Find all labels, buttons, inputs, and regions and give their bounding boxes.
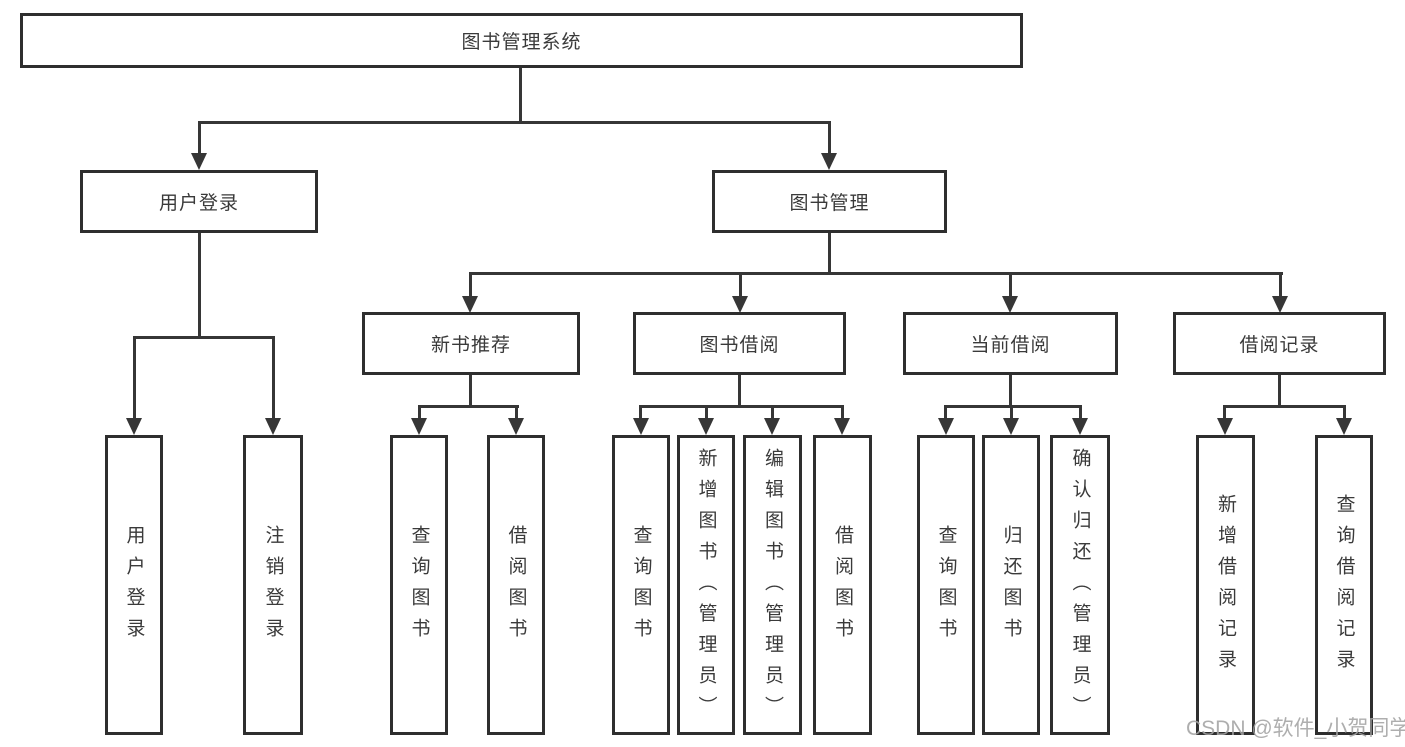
connector-leaf (705, 405, 708, 420)
connector-book-borrowing-stem (738, 375, 741, 405)
node-new-book-recommend: 新书推荐 (362, 312, 580, 375)
arrowhead-leaf (938, 418, 954, 435)
arrowhead-leaf (698, 418, 714, 435)
node-label: 借阅记录 (1239, 335, 1320, 356)
connector-borrowing-records-stem (1278, 375, 1281, 405)
connector-book-borrowing-rail (639, 405, 844, 408)
arrowhead-leaf (1072, 418, 1088, 435)
connector-to-book-management (828, 121, 831, 155)
leaf-query-books-current: 查询图书 (917, 435, 975, 735)
connector-to-borrowing-records (1279, 272, 1282, 298)
leaf-add-borrow-record: 新增借阅记录 (1196, 435, 1255, 735)
arrowhead-leaf-user-login (126, 418, 142, 435)
connector-root-stem (519, 68, 522, 121)
leaf-add-books-admin: 新增图书（管理员） (677, 435, 735, 735)
connector-leaf (515, 405, 518, 420)
connector-to-current-borrowing (1009, 272, 1012, 298)
leaf-borrow-books-borrowing: 借阅图书 (813, 435, 872, 735)
node-label: 图书管理 (789, 193, 870, 214)
arrowhead-leaf (1003, 418, 1019, 435)
leaf-label: 用户登录 (123, 525, 145, 649)
node-book-borrowing: 图书借阅 (633, 312, 846, 375)
leaf-return-books: 归还图书 (982, 435, 1040, 735)
arrowhead-user-login (191, 153, 207, 170)
connector-leaf (639, 405, 642, 420)
arrowhead-leaf (764, 418, 780, 435)
arrowhead-leaf (834, 418, 850, 435)
leaf-borrow-books-recommend: 借阅图书 (487, 435, 545, 735)
connector-user-login-stem (198, 233, 201, 336)
node-label: 图书管理系统 (461, 32, 582, 53)
connector-leaf (1343, 405, 1346, 420)
node-book-management-system: 图书管理系统 (20, 13, 1023, 68)
node-borrowing-records: 借阅记录 (1173, 312, 1386, 375)
connector-leaf (418, 405, 421, 420)
connector-current-borrowing-stem (1009, 375, 1012, 405)
node-label: 图书借阅 (699, 335, 780, 356)
leaf-confirm-return-admin: 确认归还（管理员） (1050, 435, 1110, 735)
node-user-login: 用户登录 (80, 170, 318, 233)
leaf-label: 归还图书 (1000, 525, 1022, 649)
arrowhead-leaf (633, 418, 649, 435)
leaf-label: 新增借阅记录 (1215, 494, 1236, 680)
leaf-label: 新增图书（管理员） (695, 447, 717, 727)
connector-to-leaf-user-login (133, 336, 136, 420)
arrowhead-new-book-recommend (462, 296, 478, 313)
connector-leaf (771, 405, 774, 420)
leaf-label: 查询图书 (630, 525, 652, 649)
connector-new-book-stem (469, 375, 472, 405)
arrowhead-leaf-logout (265, 418, 281, 435)
connector-root-rail (198, 121, 831, 124)
node-label: 用户登录 (158, 193, 239, 214)
connector-book-management-stem (828, 233, 831, 272)
leaf-label: 借阅图书 (832, 525, 853, 649)
arrowhead-leaf (508, 418, 524, 435)
leaf-label: 查询借阅记录 (1333, 494, 1355, 680)
node-label: 新书推荐 (430, 335, 511, 356)
connector-to-user-login (198, 121, 201, 155)
leaf-query-books-recommend: 查询图书 (390, 435, 448, 735)
connector-user-login-rail (133, 336, 275, 339)
leaf-label: 编辑图书（管理员） (762, 447, 783, 727)
leaf-label: 查询图书 (408, 525, 430, 649)
leaf-query-books-borrowing: 查询图书 (612, 435, 670, 735)
connector-current-borrowing-rail (944, 405, 1082, 408)
arrowhead-leaf (411, 418, 427, 435)
leaf-label: 注销登录 (262, 525, 284, 649)
leaf-query-borrow-record: 查询借阅记录 (1315, 435, 1373, 735)
leaf-user-login: 用户登录 (105, 435, 163, 735)
arrowhead-leaf (1217, 418, 1233, 435)
connector-to-new-book-recommend (469, 272, 472, 298)
arrowhead-borrowing-records (1272, 296, 1288, 313)
leaf-label: 借阅图书 (505, 525, 527, 649)
node-label: 当前借阅 (970, 335, 1051, 356)
node-current-borrowing: 当前借阅 (903, 312, 1118, 375)
connector-leaf (1079, 405, 1082, 420)
connector-to-leaf-logout (272, 336, 275, 420)
connector-borrowing-records-rail (1223, 405, 1346, 408)
node-book-management: 图书管理 (712, 170, 947, 233)
connector-leaf (944, 405, 947, 420)
connector-book-management-rail (469, 272, 1283, 275)
connector-leaf (1223, 405, 1226, 420)
leaf-logout: 注销登录 (243, 435, 303, 735)
leaf-edit-books-admin: 编辑图书（管理员） (743, 435, 802, 735)
connector-new-book-rail (418, 405, 519, 408)
connector-leaf (841, 405, 844, 420)
arrowhead-book-borrowing (732, 296, 748, 313)
leaf-label: 确认归还（管理员） (1069, 447, 1091, 727)
arrowhead-book-management (821, 153, 837, 170)
arrowhead-leaf (1336, 418, 1352, 435)
connector-leaf (1010, 405, 1013, 420)
leaf-label: 查询图书 (935, 525, 957, 649)
csdn-watermark: CSDN @软件_小贺同学 (1186, 717, 1405, 740)
arrowhead-current-borrowing (1002, 296, 1018, 313)
connector-to-book-borrowing (739, 272, 742, 298)
